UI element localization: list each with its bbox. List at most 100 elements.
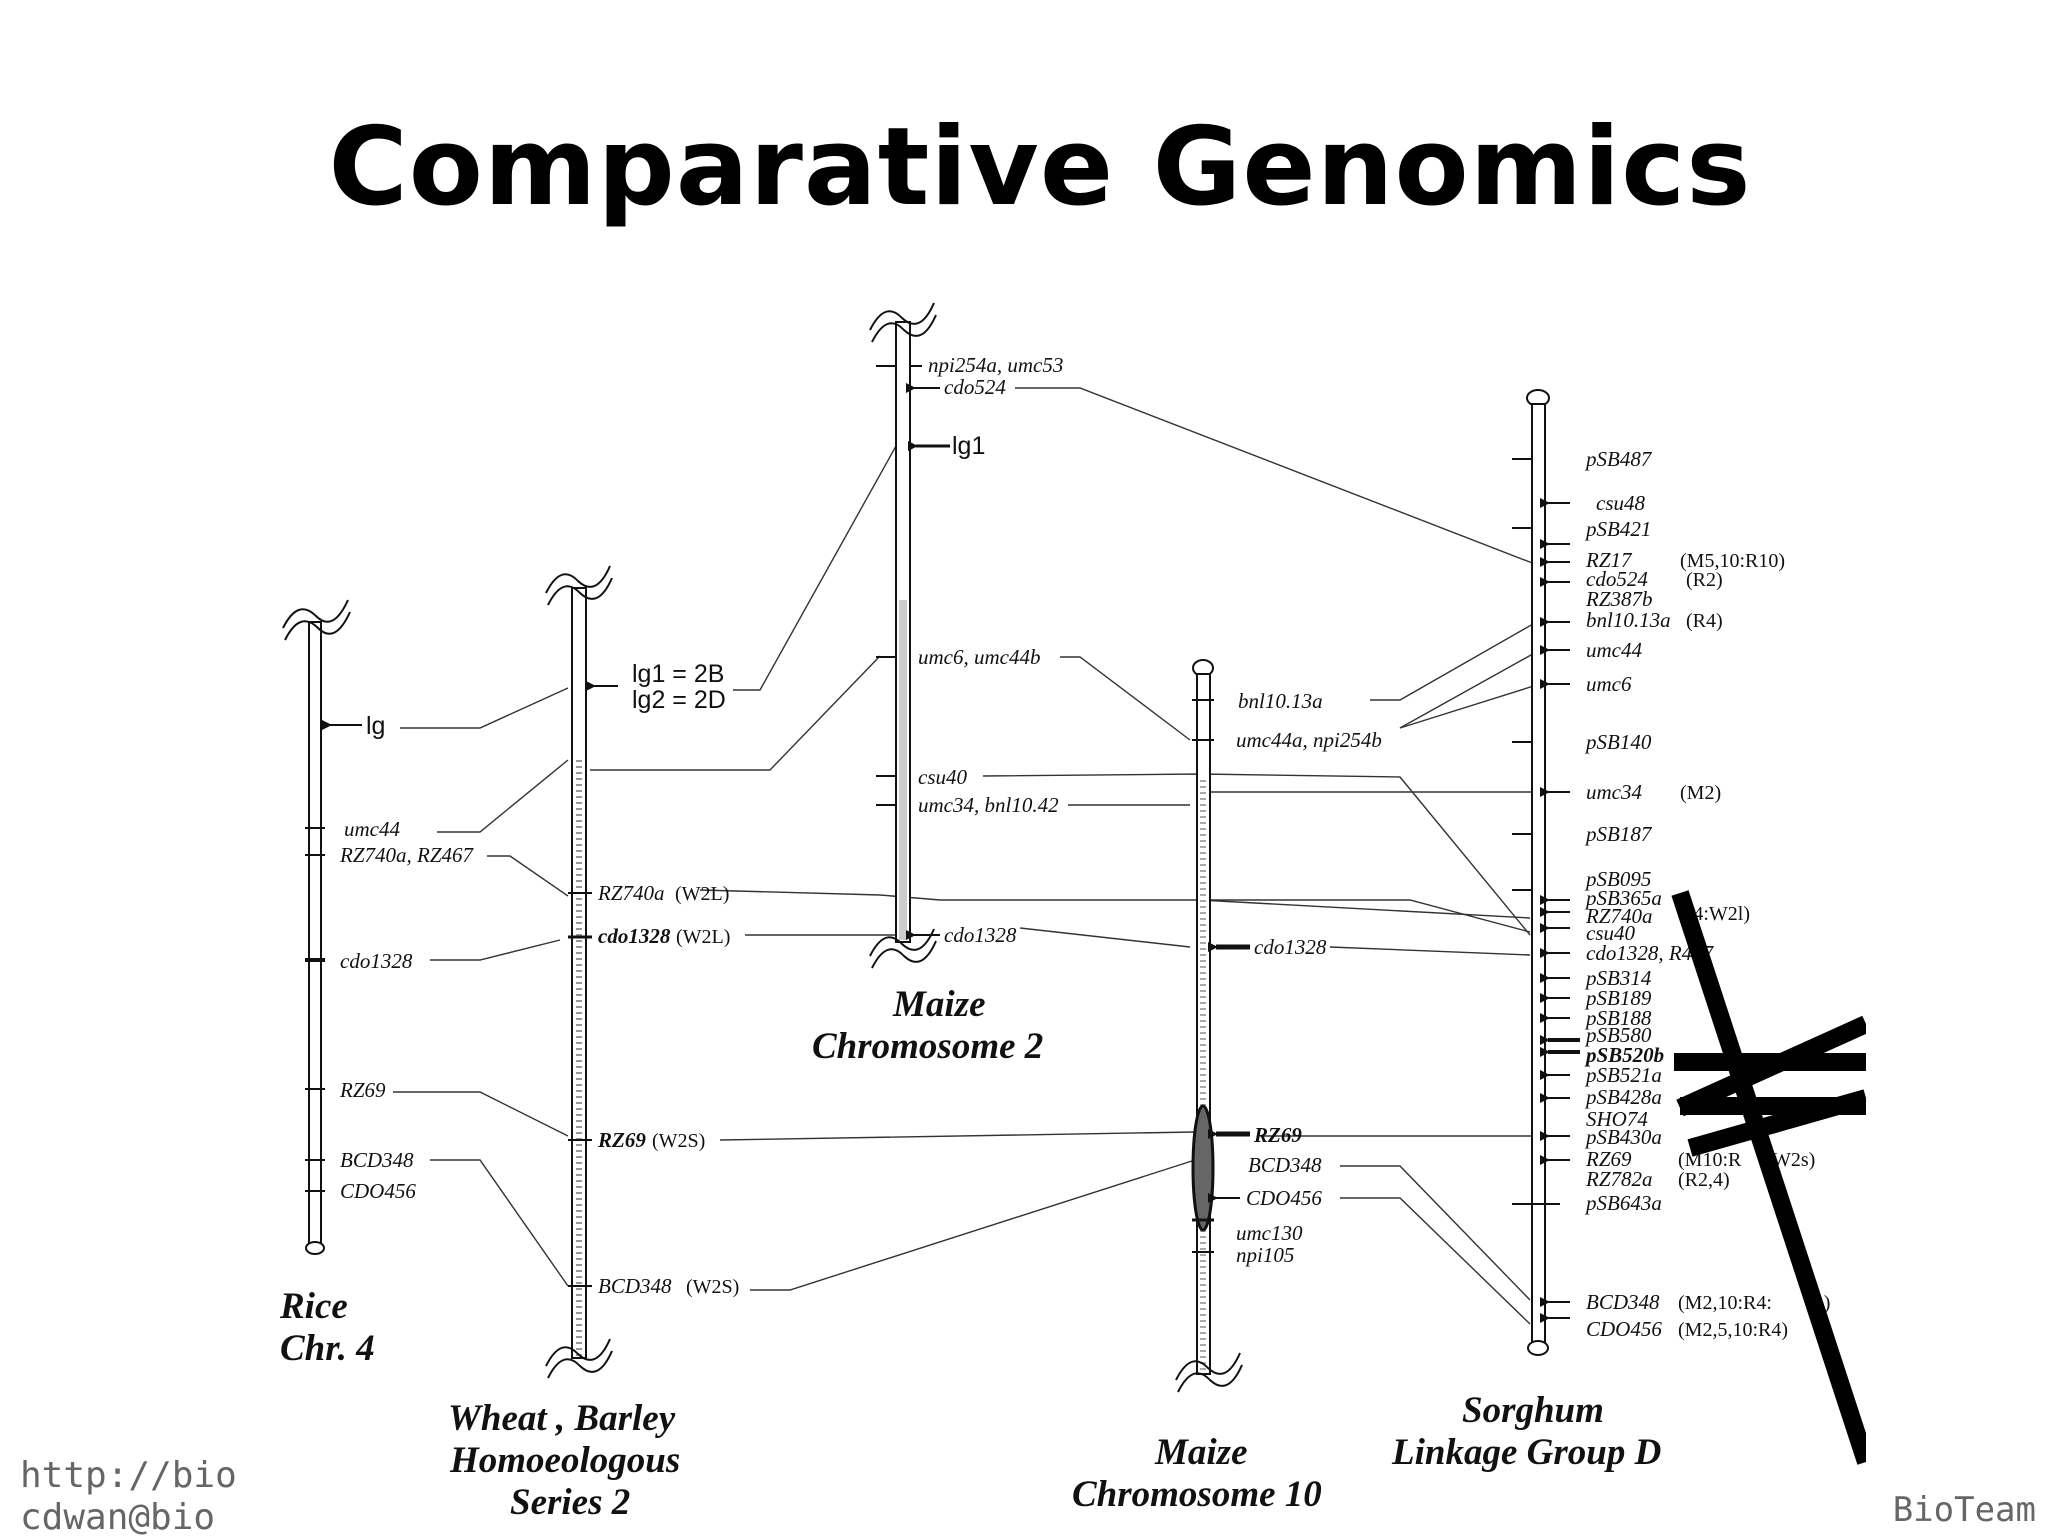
rice-label-line1: Rice (279, 1286, 348, 1327)
rice-lg-label: lg (366, 712, 385, 740)
marker-label: pSB520b (1584, 1043, 1664, 1067)
connector-lines (393, 387, 1541, 1325)
marker-label: pSB428a (1584, 1085, 1662, 1109)
marker-label: csu48 (1596, 491, 1645, 515)
marker-label: umc34, bnl10.42 (918, 793, 1059, 817)
maize10-label-line2: Chromosome 10 (1072, 1474, 1322, 1515)
marker-note: (W2L) (675, 883, 729, 905)
marker-label: CDO456 (340, 1179, 416, 1203)
diagram-right-edge-mask (1866, 250, 2048, 1480)
marker-label: CDO456 (1586, 1317, 1662, 1341)
marker-note: (M2,5,10:R4) (1678, 1319, 1788, 1341)
marker-label: pSB580 (1584, 1023, 1652, 1047)
marker-label: pSB365a (1584, 886, 1662, 910)
marker-note: (M5,10:R10) (1680, 550, 1785, 572)
rice-marker-labels: umc44 RZ740a, RZ467 cdo1328 RZ69 BCD348 … (339, 817, 475, 1203)
marker-label: pSB095 (1584, 867, 1651, 891)
marker-label: cdo1328 (340, 949, 413, 973)
marker-label: csu40 (918, 765, 967, 789)
footer-email[interactable]: cdwan@bio (20, 1497, 216, 1538)
marker-label: RZ69 (339, 1078, 386, 1102)
marker-label: umc130 (1236, 1221, 1303, 1245)
marker-label: RZ69 (1253, 1123, 1302, 1147)
wheat-label-line3: Series 2 (510, 1482, 630, 1523)
marker-label: RZ69 (597, 1128, 646, 1152)
maize10-label-line1: Maize (1154, 1432, 1248, 1473)
marker-label: pSB430a (1584, 1125, 1662, 1149)
marker-note: W2s) (1772, 1149, 1815, 1171)
marker-note: (M2,10:R4: (1678, 1292, 1772, 1314)
maize2-lg1-label: lg1 (952, 432, 985, 460)
marker-note: (W2S) (686, 1276, 739, 1298)
maize10-marker-labels: bnl10.13a umc44a, npi254b cdo1328 RZ69 B… (1236, 689, 1382, 1267)
maize2-label-line2: Chromosome 2 (812, 1026, 1043, 1067)
sorghum-label-line1: Sorghum (1462, 1390, 1604, 1431)
sorghum-label-line2: Linkage Group D (1391, 1432, 1661, 1473)
marker-label: bnl10.13a (1586, 608, 1671, 632)
marker-label: CDO456 (1246, 1186, 1322, 1210)
maize2-chromosome (869, 302, 950, 969)
marker-label: pSB187 (1584, 822, 1653, 846)
marker-label: pSB314 (1584, 966, 1652, 990)
marker-label: umc44 (344, 817, 400, 841)
marker-note: (W2S) (652, 1130, 705, 1152)
marker-label: RZ387b (1585, 587, 1653, 611)
marker-label: umc34 (1586, 780, 1642, 804)
marker-label: BCD348 (1586, 1290, 1660, 1314)
marker-label: pSB188 (1584, 1006, 1652, 1030)
marker-label: npi254a, umc53 (928, 353, 1063, 377)
marker-note: (R2) (1686, 569, 1723, 591)
slide-title: Comparative Genomics (328, 105, 1752, 230)
marker-label: pSB189 (1584, 986, 1652, 1010)
rice-label-line2: Chr. 4 (280, 1328, 375, 1369)
wheat-label-line2: Homoeologous (449, 1440, 680, 1481)
wheat-lg2-label: lg2 = 2D (632, 686, 726, 714)
marker-label: BCD348 (1248, 1153, 1322, 1177)
marker-label: RZ782a (1585, 1167, 1653, 1191)
maize2-label-line1: Maize (892, 984, 986, 1025)
marker-label: RZ740a (597, 881, 665, 905)
marker-label: npi105 (1236, 1243, 1294, 1267)
sorghum-marker-labels: pSB487 csu48 pSB421 RZ17 cdo524 RZ387b b… (1584, 447, 1715, 1341)
footer-url[interactable]: http://bio (20, 1455, 237, 1496)
rice-chromosome (282, 599, 362, 1255)
marker-label: bnl10.13a (1238, 689, 1323, 713)
marker-label: csu40 (1586, 921, 1635, 945)
sorghum-chromosome (1512, 389, 1580, 1356)
marker-note: (R2,4) (1678, 1169, 1730, 1191)
marker-label: cdo1328 (1254, 935, 1327, 959)
wheat-label-line1: Wheat , Barley (448, 1398, 676, 1439)
marker-label: BCD348 (598, 1274, 672, 1298)
marker-label: pSB487 (1584, 447, 1653, 471)
maize10-chromosome (1175, 659, 1250, 1393)
marker-label: RZ17 (1585, 548, 1633, 572)
marker-label: RZ69 (1585, 1147, 1632, 1171)
wheat-marker-labels: RZ740a (W2L) cdo1328 (W2L) RZ69 (W2S) BC… (597, 881, 739, 1298)
marker-label: RZ740a (1585, 904, 1653, 928)
marker-label: BCD348 (340, 1148, 414, 1172)
marker-label: pSB521a (1584, 1063, 1662, 1087)
marker-label: SHO74 (1586, 1107, 1648, 1131)
marker-label: cdo524 (944, 375, 1006, 399)
wheat-chromosome (545, 565, 618, 1379)
marker-label: cdo524 (1586, 567, 1648, 591)
wheat-lg1-label: lg1 = 2B (632, 660, 724, 688)
marker-note: (R4) (1686, 610, 1723, 632)
marker-label: pSB643a (1584, 1191, 1662, 1215)
marker-label: cdo1328 (944, 923, 1017, 947)
marker-label: pSB421 (1584, 517, 1651, 541)
cross-out-strokes (1671, 890, 1875, 1465)
marker-note: (M2) (1680, 782, 1721, 804)
footer-org: BioTeam (1892, 1490, 2036, 1530)
marker-note: (W2L) (676, 926, 730, 948)
chromosome-labels: Rice Chr. 4 Wheat , Barley Homoeologous … (279, 984, 1661, 1523)
maize2-marker-labels: npi254a, umc53 cdo524 umc6, umc44b csu40… (918, 353, 1063, 947)
marker-label: umc6, umc44b (918, 645, 1040, 669)
marker-label: cdo1328 (598, 924, 671, 948)
marker-label: RZ740a, RZ467 (339, 843, 475, 867)
gene-labels: lg lg1 = 2B lg2 = 2D lg1 (366, 432, 985, 740)
marker-label: umc44a, npi254b (1236, 728, 1382, 752)
marker-label: pSB140 (1584, 730, 1652, 754)
marker-note: (M10:R (1678, 1149, 1742, 1171)
